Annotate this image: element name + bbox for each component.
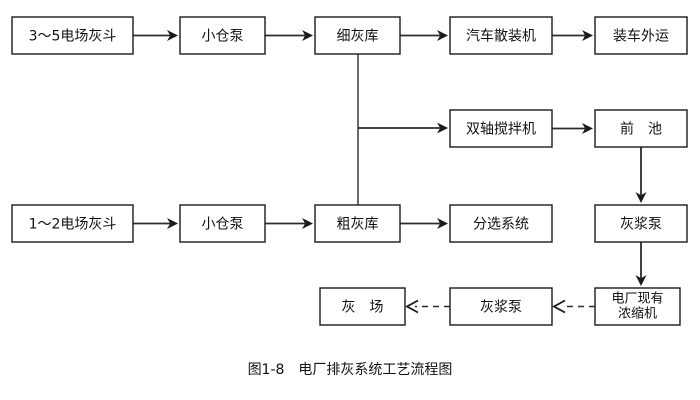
flow-node-sorting_sys[interactable]: 分选系统 (449, 204, 553, 243)
arrowhead-solid-icon (302, 30, 313, 41)
arrowhead-solid-icon (302, 218, 313, 229)
node-label-ash_yard: 灰 场 (342, 300, 384, 316)
arrowhead-solid-icon (437, 122, 448, 134)
flow-edge-e11 (635, 147, 647, 203)
flow-edge-e4 (552, 30, 593, 41)
arrowhead-solid-icon (437, 30, 448, 41)
arrowhead-solid-icon (437, 218, 448, 229)
figure-caption: 图1-8 电厂排灰系统工艺流程图 (248, 362, 453, 378)
arrowhead-solid-icon (167, 218, 178, 229)
edge-layer (133, 30, 647, 314)
flow-edge-e2 (265, 30, 313, 41)
node-label-truck_out: 装车外运 (613, 28, 669, 45)
flow-node-pump_top[interactable]: 小仓泵 (179, 16, 266, 55)
node-box-pump_top (179, 16, 266, 55)
flow-edge-e8 (133, 218, 178, 229)
arrowhead-open-icon (552, 299, 566, 314)
node-label-slurry_pump_r: 灰浆泵 (620, 217, 662, 233)
flow-node-slurry_pump_r[interactable]: 灰浆泵 (594, 204, 688, 243)
flow-edge-e5 (358, 122, 448, 134)
node-label-pump_bottom: 小仓泵 (202, 217, 244, 233)
node-box-ash_yard (319, 287, 406, 326)
node-label-thickener-line2: 浓缩机 (618, 306, 657, 322)
flow-edge-e1 (133, 30, 178, 41)
arrowhead-solid-icon (635, 275, 647, 286)
flow-edge-e6 (552, 123, 593, 134)
node-box-fore_pool (594, 109, 688, 148)
flow-node-truck_loader[interactable]: 汽车散装机 (449, 16, 553, 55)
node-label-slurry_pump_b: 灰浆泵 (480, 300, 522, 316)
node-label-pump_top: 小仓泵 (202, 29, 244, 45)
node-label-hopper35: 3～5电场灰斗 (29, 29, 117, 45)
flow-node-twin_mixer[interactable]: 双轴搅拌机 (449, 109, 553, 148)
arrowhead-solid-icon (582, 30, 593, 41)
node-box-twin_mixer (449, 109, 553, 148)
node-box-slurry_pump_r (594, 204, 688, 243)
node-label-coarse_silo: 粗灰库 (337, 217, 379, 233)
node-box-thickener (594, 287, 681, 326)
flow-node-fine_silo[interactable]: 细灰库 (314, 16, 401, 55)
arrowhead-open-icon (405, 299, 419, 314)
flow-edge-e13 (552, 299, 595, 314)
flow-node-fore_pool[interactable]: 前 池 (594, 109, 688, 148)
node-box-truck_loader (449, 16, 553, 55)
node-box-hopper12 (11, 204, 134, 243)
flow-node-ash_yard[interactable]: 灰 场 (319, 287, 406, 326)
flow-node-hopper35[interactable]: 3～5电场灰斗 (11, 16, 134, 55)
node-label-sorting_sys: 分选系统 (473, 217, 529, 233)
node-box-fine_silo (314, 16, 401, 55)
flow-edge-e10 (400, 218, 448, 229)
node-label-hopper12: 1～2电场灰斗 (29, 217, 117, 233)
node-box-hopper35 (11, 16, 134, 55)
arrowhead-solid-icon (582, 123, 593, 134)
flow-edge-e3 (400, 30, 448, 41)
flow-edge-e12 (635, 242, 647, 286)
flow-edge-e14 (405, 299, 450, 314)
arrowhead-solid-icon (635, 192, 647, 203)
arrowhead-solid-icon (167, 30, 178, 41)
node-label-twin_mixer: 双轴搅拌机 (466, 122, 536, 138)
node-label-thickener-line1: 电厂现有 (611, 292, 663, 307)
node-box-slurry_pump_b (449, 287, 553, 326)
node-box-sorting_sys (449, 204, 553, 243)
flow-node-slurry_pump_b[interactable]: 灰浆泵 (449, 287, 553, 326)
node-layer: 3～5电场灰斗小仓泵细灰库汽车散装机装车外运双轴搅拌机前 池1～2电场灰斗小仓泵… (11, 16, 688, 326)
flow-node-hopper12[interactable]: 1～2电场灰斗 (11, 204, 134, 243)
node-box-truck_out (594, 16, 688, 55)
flow-node-pump_bottom[interactable]: 小仓泵 (179, 204, 266, 243)
node-label-fore_pool: 前 池 (620, 121, 662, 138)
node-label-fine_silo: 细灰库 (337, 29, 379, 45)
node-box-coarse_silo (314, 204, 401, 243)
flow-node-truck_out[interactable]: 装车外运 (594, 16, 688, 55)
flow-node-coarse_silo[interactable]: 粗灰库 (314, 204, 401, 243)
flow-edge-e9 (265, 218, 313, 229)
node-label-truck_loader: 汽车散装机 (466, 28, 536, 45)
node-box-pump_bottom (179, 204, 266, 243)
